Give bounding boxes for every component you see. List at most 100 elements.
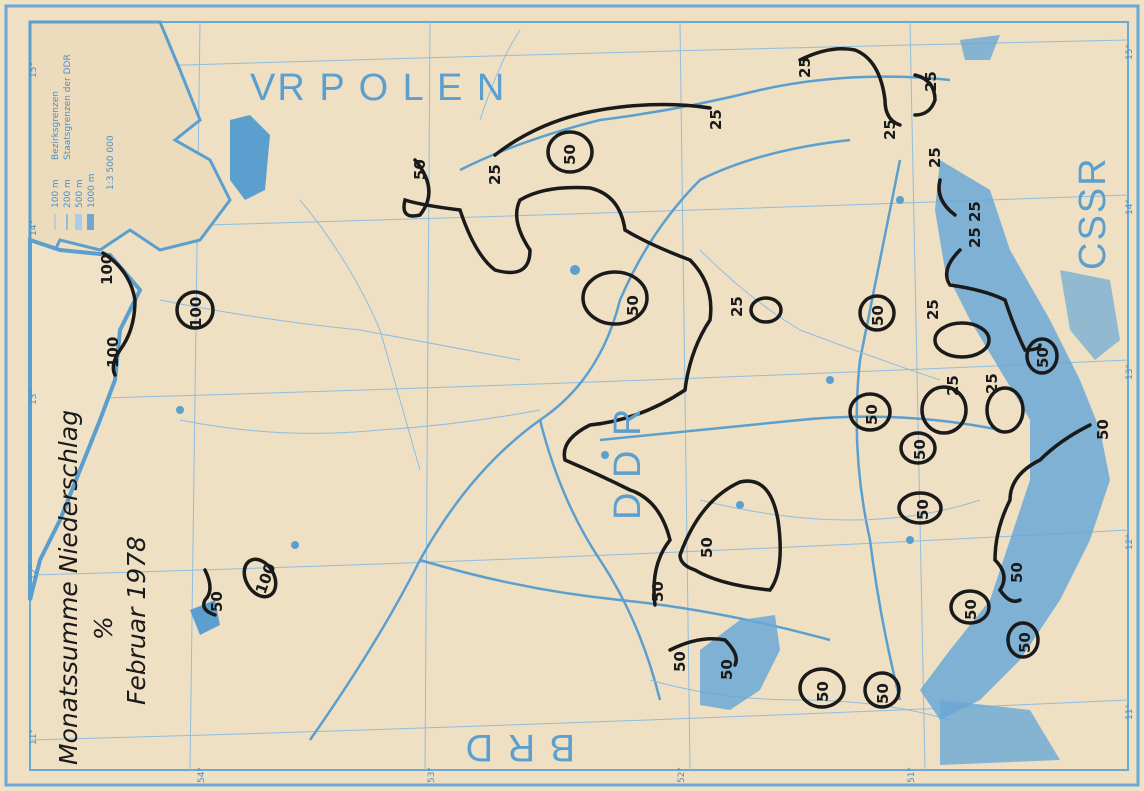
- label-50: 50: [814, 681, 832, 702]
- grid-label-side: 53°: [427, 767, 437, 783]
- label-50: 50: [411, 159, 429, 180]
- label-100: 100: [104, 337, 122, 368]
- highland-patch: [960, 35, 1000, 60]
- grid-label-side: 54°: [197, 767, 207, 783]
- legend-200m: 200 m: [63, 179, 73, 208]
- map-title: Monatssumme Niederschlag % Februar 1978: [54, 410, 151, 765]
- isoline-25-ring-c: [749, 296, 783, 324]
- isoline-50-ring-e: [933, 321, 991, 359]
- legend-1000m: 1000 m: [87, 173, 97, 208]
- isoline-50-ring-j: [899, 431, 937, 465]
- label-100: 100: [187, 297, 205, 328]
- isoline-50-east-border: [944, 248, 1042, 352]
- isoline-50-harz: [668, 637, 738, 667]
- country-poland: VR P O L E N: [250, 67, 506, 109]
- label-25: 25: [728, 296, 746, 317]
- title-line-3: Februar 1978: [122, 536, 151, 705]
- grid-label-side: 52°: [677, 767, 687, 783]
- isoline-25-ne-small: [913, 73, 937, 117]
- isoline-50-sw: [202, 568, 217, 617]
- legend-border-district: Bezirksgrenzen: [51, 91, 61, 160]
- label-25: 25: [881, 119, 899, 140]
- label-25: 25: [926, 147, 944, 168]
- label-50: 50: [698, 537, 716, 558]
- southern-highland: [940, 700, 1060, 765]
- grid-label-bottom: 11°: [1125, 704, 1135, 720]
- label-50: 50: [1008, 562, 1026, 583]
- bay: [190, 600, 220, 635]
- isoline-50-ring-g: [848, 392, 892, 432]
- isoline-50-south: [993, 423, 1092, 603]
- label-25: 25: [486, 164, 504, 185]
- isoline-labels: 25 25 25 25 25 25 25 25 25 25 25 25 50 5…: [98, 57, 1112, 704]
- label-50: 50: [718, 659, 736, 680]
- label-25: 25: [924, 299, 942, 320]
- label-50: 50: [1094, 419, 1112, 440]
- isoline-50-ring-f: [1025, 337, 1059, 375]
- country-cssr: CSSR: [1072, 156, 1114, 270]
- isoline-100-ring-sw: [242, 557, 278, 599]
- label-50: 50: [1016, 632, 1034, 653]
- grid-label-top: 11°: [29, 729, 39, 745]
- isoline-50-ring-b: [581, 270, 649, 326]
- label-50: 50: [911, 439, 929, 460]
- graticule: [29, 21, 1129, 771]
- isoline-25-east: [937, 178, 957, 217]
- grid-label-bottom: 14°: [1125, 199, 1135, 215]
- lagoon: [230, 115, 270, 200]
- grid-label-side: 51°: [907, 767, 917, 783]
- isoline-50-ring-n: [1006, 621, 1040, 659]
- grid-labels: 15° 14° 13° 12° 11° 15° 14° 13° 12° 11° …: [29, 44, 1135, 783]
- label-50: 50: [863, 404, 881, 425]
- isoline-50-ring-m: [949, 589, 991, 625]
- isoline-50-ring-p: [863, 671, 901, 709]
- isoline-100-west: [101, 251, 137, 377]
- label-50: 50: [208, 591, 226, 612]
- isoline-50-berlin: [402, 158, 713, 607]
- isolines: [101, 47, 1092, 709]
- label-50: 50: [874, 683, 892, 704]
- grid-label-top: 13°: [29, 389, 39, 405]
- label-50: 50: [869, 305, 887, 326]
- isoline-100-ring: [175, 290, 215, 330]
- grid-label-bottom: 12°: [1125, 534, 1135, 550]
- label-100: 100: [98, 254, 116, 285]
- isoline-50-ring-d: [858, 294, 896, 332]
- label-50: 50: [561, 144, 579, 165]
- label-25: 25: [944, 375, 962, 396]
- label-50: 50: [624, 295, 642, 316]
- legend-border-state: Staatsgrenzen der DDR: [63, 54, 73, 160]
- country-brd: B R D: [464, 726, 575, 768]
- label-50: 50: [671, 651, 689, 672]
- label-50: 50: [649, 581, 667, 602]
- isoline-25-ring-h: [920, 385, 968, 435]
- label-50: 50: [962, 599, 980, 620]
- erzgebirge-highland: [920, 160, 1110, 720]
- isoline-25-north: [493, 102, 712, 157]
- grid-label-top: 14°: [29, 220, 39, 236]
- label-25: 25: [707, 109, 725, 130]
- minor-rivers: [159, 29, 981, 721]
- isoline-25-northeast: [798, 47, 902, 127]
- title-line-1: Monatssumme Niederschlag: [54, 410, 83, 765]
- grid-label-bottom: 13°: [1125, 364, 1135, 380]
- isoline-50-ring-l: [897, 491, 943, 525]
- label-50: 50: [1034, 347, 1052, 368]
- label-25: 25: [983, 373, 1001, 394]
- isoline-50-ring-a: [546, 130, 594, 174]
- label-25: 25: [966, 227, 984, 248]
- label-25: 25: [966, 201, 984, 222]
- isoline-25-ring-i: [985, 386, 1025, 434]
- west-coast: [28, 237, 143, 601]
- legend-100m: 100 m: [51, 179, 61, 208]
- grid-label-top: 15°: [29, 62, 39, 78]
- isoline-50-ring-k: [678, 479, 782, 592]
- country-ddr: D D R: [607, 407, 649, 520]
- eastern-highland: [1060, 270, 1120, 360]
- title-line-2: %: [89, 616, 118, 640]
- label-50: 50: [914, 499, 932, 520]
- grid-label-top: 12°: [29, 564, 39, 580]
- map-scale: 1:3 500 000: [106, 135, 116, 190]
